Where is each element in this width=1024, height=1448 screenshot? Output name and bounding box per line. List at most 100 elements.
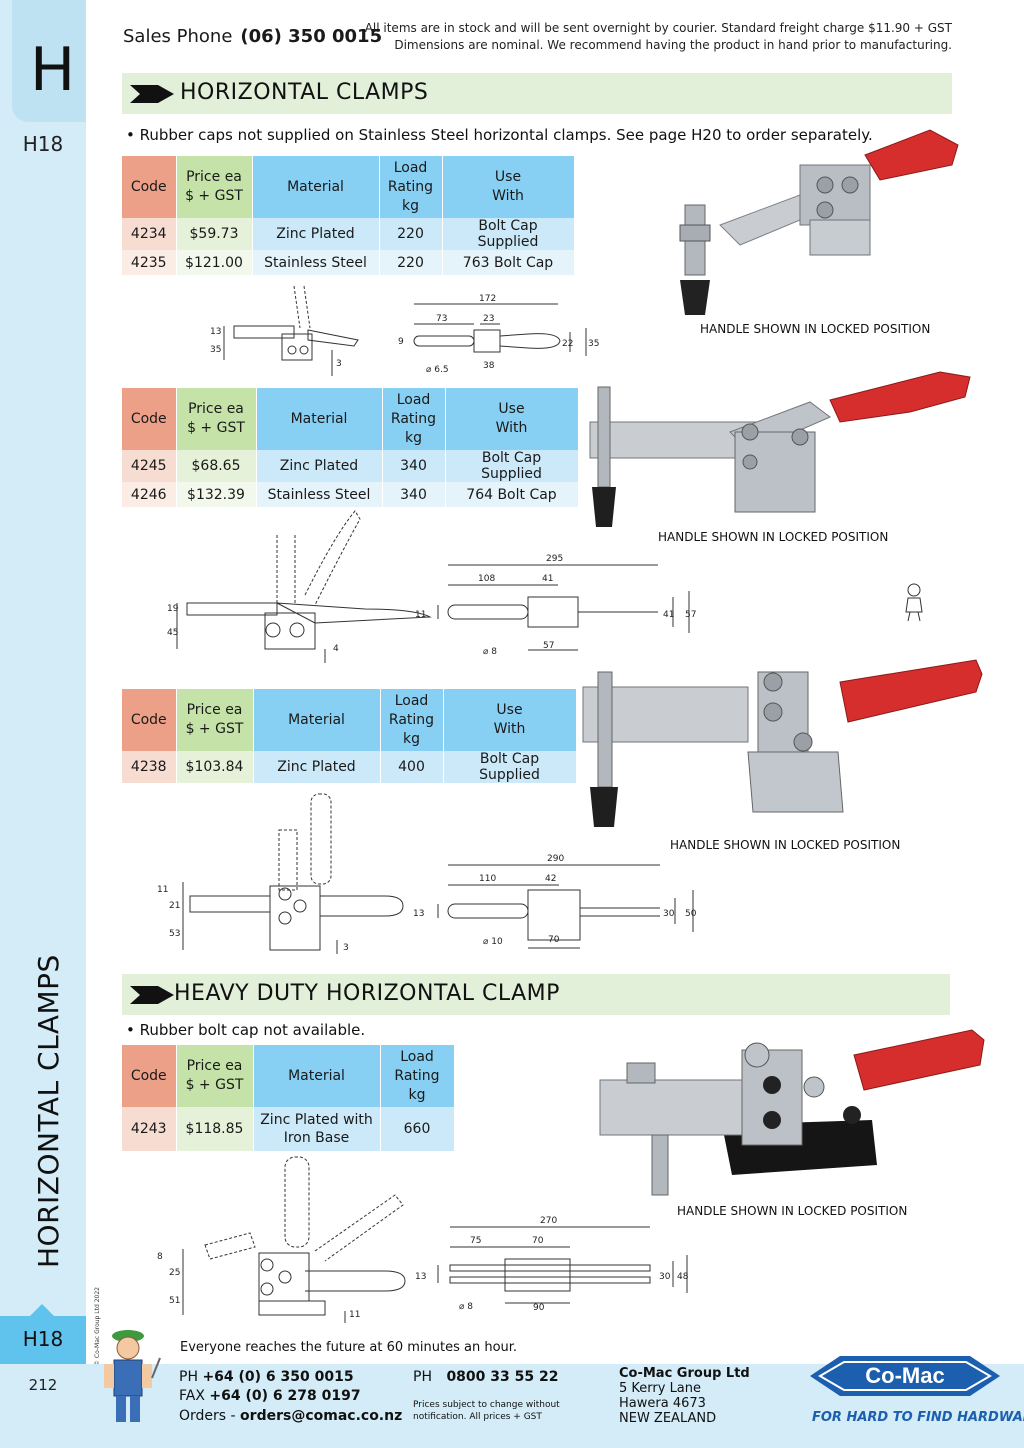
disclaimer-line: notification. All prices + GST <box>413 1412 542 1422</box>
dim-label: ⌀ 8 <box>483 647 497 657</box>
fax-value[interactable]: +64 (0) 6 278 0197 <box>209 1388 361 1404</box>
cell-use: Bolt Cap Supplied <box>442 218 575 250</box>
dim-label: ⌀ 6.5 <box>426 365 449 375</box>
dimension-drawing-4243: 270 75 70 13 30 48 90 ⌀ 8 8 25 51 11 <box>157 1156 689 1323</box>
cell-load: 220 <box>379 250 443 275</box>
cell-use: 764 Bolt Cap <box>445 482 579 507</box>
header-load-l2: Rating <box>388 711 435 728</box>
dim-label: 3 <box>336 359 342 369</box>
dim-label: 8 <box>157 1252 163 1262</box>
header-load-l1: Load <box>400 1048 434 1065</box>
orders-email-link[interactable]: orders@comac.co.nz <box>240 1408 403 1424</box>
dim-label: 48 <box>677 1272 689 1282</box>
dim-label: 30 <box>659 1272 671 1282</box>
header-price-l1: Price ea <box>186 702 243 718</box>
header-load-l2: Rating <box>390 410 437 427</box>
company-name: Co-Mac Group Ltd <box>619 1366 750 1381</box>
header-load-l2: Rating <box>394 1067 440 1084</box>
notice-line: Dimensions are nominal. We recommend hav… <box>394 38 952 52</box>
dim-label: 57 <box>685 610 696 620</box>
dim-label: 13 <box>210 327 221 337</box>
brand-tagline: FOR HARD TO FIND HARDWARE <box>812 1410 1024 1425</box>
caption-locked: HANDLE SHOWN IN LOCKED POSITION <box>700 322 931 336</box>
header-use-l2: With <box>493 721 526 737</box>
dim-label: 108 <box>478 574 495 584</box>
clamp-photo-4234 <box>679 129 959 315</box>
dim-label: 110 <box>479 874 496 884</box>
orders-label: Orders - <box>179 1408 236 1424</box>
header-price-l1: Price ea <box>186 169 242 185</box>
header-code: Code <box>122 388 177 450</box>
dim-label: 35 <box>588 339 599 349</box>
header-load-l1: Load <box>393 159 428 176</box>
cell-load: 220 <box>379 218 443 250</box>
mascot-icon <box>905 583 923 622</box>
header-code: Code <box>122 156 177 218</box>
header-load-l1: Load <box>396 391 431 408</box>
dim-label: ⌀ 8 <box>459 1302 473 1312</box>
dim-label: 75 <box>470 1236 481 1246</box>
header-load-l3: kg <box>403 730 420 747</box>
header-load-l3: kg <box>408 1086 426 1103</box>
page-code-tab: H18 <box>0 1304 86 1364</box>
dim-label: 35 <box>210 345 221 355</box>
dim-label: 51 <box>169 1296 180 1306</box>
cell-material: Zinc Plated <box>252 218 380 250</box>
page-number: 212 <box>28 1376 58 1394</box>
section-title: HORIZONTAL CLAMPS <box>180 80 429 105</box>
section-title: HEAVY DUTY HORIZONTAL CLAMP <box>174 981 560 1006</box>
header-price-l2: $ + GST <box>185 188 243 204</box>
cell-price: $121.00 <box>176 250 253 275</box>
header-load-l3: kg <box>405 429 422 446</box>
comac-logo[interactable]: Co-Mac <box>810 1346 1000 1408</box>
dim-label: 30 <box>663 909 675 919</box>
dim-label: 11 <box>415 610 426 620</box>
section-letter: H <box>30 35 76 105</box>
cell-load: 400 <box>380 751 444 783</box>
table-row: 4238 $103.84 Zinc Plated 400 Bolt Cap Su… <box>122 751 577 783</box>
page-code-top: H18 <box>22 132 64 156</box>
cell-price: $132.39 <box>176 482 257 507</box>
cell-use: Bolt Cap Supplied <box>443 751 577 783</box>
dim-label: ⌀ 10 <box>483 937 503 947</box>
dim-label: 11 <box>157 885 168 895</box>
clamp-photo-4245 <box>589 371 971 527</box>
dim-label: 57 <box>543 641 554 651</box>
header-use-l2: With <box>495 420 528 436</box>
table-row: 4246 $132.39 Stainless Steel 340 764 Bol… <box>122 482 579 507</box>
cell-code: 4238 <box>122 751 177 783</box>
header-material: Material <box>252 156 380 218</box>
section-note: • Rubber bolt cap not available. <box>126 1021 366 1039</box>
cell-code: 4245 <box>122 450 177 482</box>
cell-material: Zinc Plated <box>253 751 381 783</box>
section-tab[interactable]: H <box>12 0 86 122</box>
cell-material: Stainless Steel <box>256 482 383 507</box>
section-bar-horizontal-clamps: HORIZONTAL CLAMPS <box>122 73 952 114</box>
table-row: 4234 $59.73 Zinc Plated 220 Bolt Cap Sup… <box>122 218 575 250</box>
header-load-l3: kg <box>402 197 419 214</box>
sales-phone-number[interactable]: (06) 350 0015 <box>240 26 383 47</box>
logo-text: Co-Mac <box>865 1363 944 1388</box>
dim-label: 73 <box>436 314 447 324</box>
dim-label: 19 <box>167 604 179 614</box>
dimension-drawing-4234: 172 73 23 9 22 35 38 ⌀ 6.5 13 35 3 <box>210 285 599 376</box>
header-use-l2: With <box>492 188 524 204</box>
dim-label: 41 <box>542 574 553 584</box>
ph-value[interactable]: +64 (0) 6 350 0015 <box>202 1369 354 1385</box>
clamp-photo-4238 <box>582 659 983 827</box>
header-code: Code <box>122 689 177 751</box>
dim-label: 38 <box>483 361 495 371</box>
header-code: Code <box>122 1045 177 1107</box>
header-material: Material <box>253 1045 381 1107</box>
header-price-l2: $ + GST <box>187 420 245 436</box>
dim-label: 13 <box>415 1272 426 1282</box>
ph2-value[interactable]: 0800 33 55 22 <box>446 1369 559 1385</box>
